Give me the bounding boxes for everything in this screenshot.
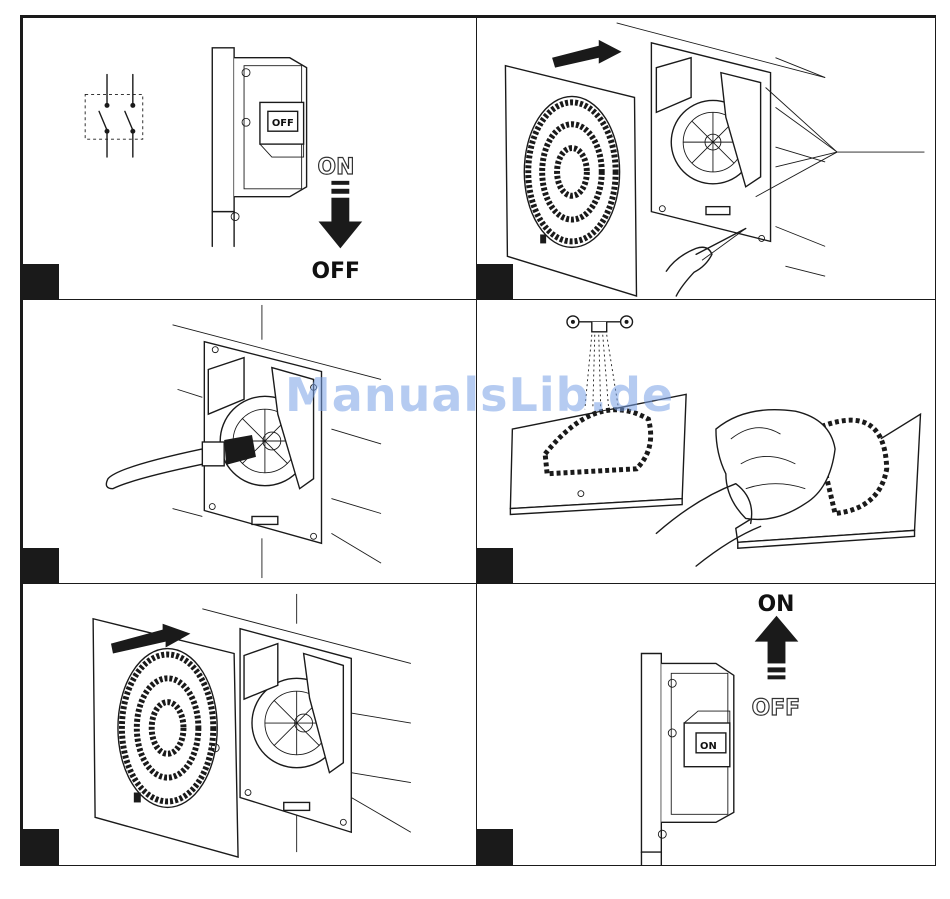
left-arrow-icon bbox=[552, 40, 622, 68]
step-3-illustration bbox=[23, 300, 477, 584]
step-2-illustration bbox=[477, 18, 935, 300]
fan-cover-washing bbox=[510, 394, 686, 514]
on-label: ON bbox=[758, 592, 795, 617]
hand-with-screwdriver bbox=[666, 229, 745, 297]
up-arrow-icon bbox=[755, 616, 799, 680]
off-label: OFF bbox=[312, 259, 360, 284]
double-pole-switch-symbol bbox=[85, 75, 143, 157]
step-4-illustration bbox=[477, 300, 935, 584]
step-5-illustration bbox=[23, 584, 477, 865]
step-3-panel bbox=[22, 299, 478, 585]
down-arrow-icon bbox=[319, 181, 363, 249]
step-number-box bbox=[477, 264, 513, 300]
fan-base bbox=[651, 43, 770, 242]
switch-state-label: OFF bbox=[272, 118, 294, 129]
step-number-box bbox=[477, 829, 513, 865]
circuit-breaker: ON bbox=[641, 654, 733, 865]
step-number-box bbox=[23, 264, 59, 300]
callout-lines bbox=[756, 88, 925, 197]
step-number-box bbox=[23, 829, 59, 865]
switch-state-label: ON bbox=[700, 741, 717, 752]
circuit-breaker: OFF bbox=[212, 48, 306, 247]
instruction-grid: OFF ON OFF bbox=[20, 15, 936, 866]
on-label: ON bbox=[318, 155, 355, 180]
water-tap-icon bbox=[567, 316, 633, 409]
step-2-panel bbox=[476, 17, 936, 301]
step-1-panel: OFF ON OFF bbox=[22, 17, 478, 301]
step-5-panel bbox=[22, 583, 478, 866]
step-6-panel: ON ON OFF bbox=[476, 583, 936, 866]
fan-cover bbox=[505, 66, 636, 296]
fan-base bbox=[240, 629, 351, 833]
step-6-illustration: ON ON OFF bbox=[477, 584, 935, 865]
off-label: OFF bbox=[752, 696, 800, 721]
step-number-box bbox=[23, 548, 59, 584]
fan-cover bbox=[93, 619, 238, 857]
step-1-illustration: OFF ON OFF bbox=[23, 18, 477, 300]
step-number-box bbox=[477, 548, 513, 584]
step-4-panel bbox=[476, 299, 936, 585]
